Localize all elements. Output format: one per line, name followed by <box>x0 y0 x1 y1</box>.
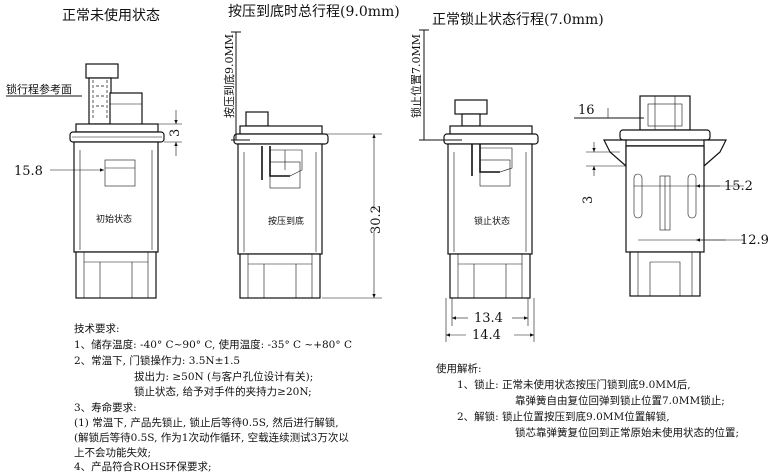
tech-line-2: 2、常温下, 门锁操作力: 3.5N±1.5 <box>74 355 241 367</box>
caption-normal-state: 正常未使用状态 <box>62 7 160 24</box>
view-normal-state: 初始状态 锁行程参考面 3 15.8 <box>6 63 183 299</box>
tech-line-7: (解锁后等待0.5S, 作为1次动作循环, 空载连续测试3万次以 <box>74 432 349 444</box>
label-initial-state: 初始状态 <box>96 213 132 225</box>
usage-line-3: 2、解锁: 锁止位置按压到底9.0MM位置解锁, <box>457 411 670 423</box>
usage-line-4: 锁芯靠弹簧复位回到正常原始未使用状态的位置; <box>515 427 740 439</box>
dim-15-2: 15.2 <box>724 179 753 194</box>
dim-14-4: 14.4 <box>472 328 501 343</box>
label-lock-reference-plane: 锁行程参考面 <box>6 82 72 96</box>
dim-13-4: 13.4 <box>474 311 503 326</box>
tech-title: 技术要求: <box>74 323 120 335</box>
dim-15-8: 15.8 <box>14 164 43 179</box>
usage-line-1: 1、锁止: 正常未使用状态按压门锁到底9.0MM后, <box>457 379 691 391</box>
caption-pressed-travel: 按压到底时总行程(9.0mm) <box>228 4 400 20</box>
view-locked-state: 锁止状态 锁止位置7.0MM 13.4 14.4 <box>409 29 539 343</box>
view-side: 16 15.2 3 12.9 <box>574 95 769 297</box>
dim-12-9: 12.9 <box>740 233 769 248</box>
label-locked-state: 锁止状态 <box>474 215 510 227</box>
tech-line-4: 锁止状态, 给予对手件的夹持力≥20N; <box>134 386 312 398</box>
label-press-bottom-9mm: 按压到底9.0MM <box>222 34 236 118</box>
label-lock-position-7mm: 锁止位置7.0MM <box>409 34 423 118</box>
tech-line-5: 3、寿命要求: <box>74 402 137 414</box>
caption-locked-travel: 正常锁止状态行程(7.0mm) <box>432 12 604 28</box>
tech-line-9: 4、产品符合ROHS环保要求; <box>74 461 212 473</box>
dim-3-left: 3 <box>168 129 183 137</box>
usage-line-2: 靠弹簧自由复位回弹到锁止位置7.0MM锁止; <box>515 395 725 407</box>
tech-line-3: 拔出力: ≥50N (与客户孔位设计有关); <box>134 371 314 383</box>
dim-16: 16 <box>578 103 595 118</box>
tech-line-8: 上不会功能失效; <box>74 447 152 459</box>
tech-line-1: 1、储存温度: -40° C~90° C, 使用温度: -35° C ~+80°… <box>74 339 352 351</box>
usage-title: 使用解析: <box>436 363 482 375</box>
dim-3-right: 3 <box>581 196 596 204</box>
label-pressed-state: 按压到底 <box>268 215 304 227</box>
view-pressed-state: 按压到底 按压到底9.0MM 30.2 <box>222 31 384 299</box>
tech-line-6: (1) 常温下, 产品先锁止, 锁止后等待0.5S, 然后进行解锁, <box>74 417 339 429</box>
dim-30-2: 30.2 <box>369 205 384 234</box>
